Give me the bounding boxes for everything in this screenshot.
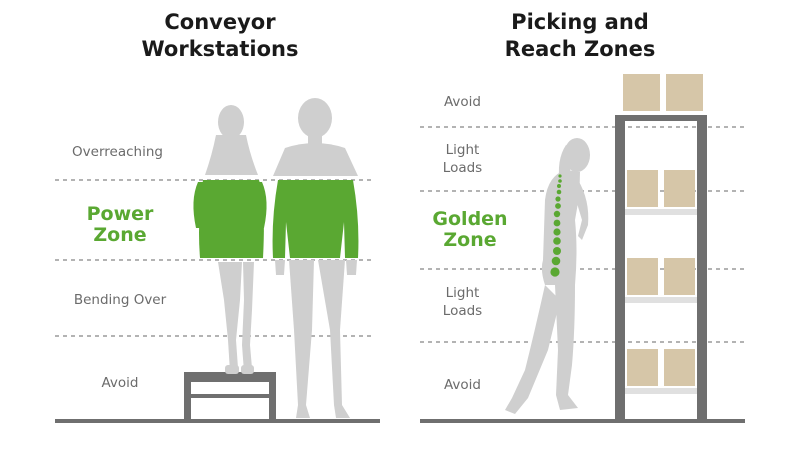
right-panel-graphics	[420, 74, 745, 423]
left-floor	[55, 419, 380, 423]
standing-platform	[184, 372, 276, 420]
light-bottom-line1: Light	[445, 285, 480, 301]
woman-silhouette-profile	[505, 138, 590, 414]
left-title-line2: Workstations	[141, 37, 299, 61]
right-panel-title: Picking and Reach Zones	[470, 9, 690, 63]
right-floor	[420, 419, 745, 423]
box	[666, 74, 703, 111]
light-loads-top-label: Light Loads	[425, 141, 500, 177]
golden-zone-label: Golden Zone	[415, 209, 525, 251]
golden-label-line1: Golden	[432, 208, 508, 230]
left-panel-title: Conveyor Workstations	[110, 9, 330, 63]
right-title-line1: Picking and	[511, 10, 649, 34]
left-avoid-label: Avoid	[101, 375, 139, 391]
man-silhouette	[272, 98, 359, 418]
right-avoid-top-label: Avoid	[443, 94, 481, 110]
bending-over-label: Bending Over	[73, 292, 167, 308]
light-loads-bottom-label: Light Loads	[425, 284, 500, 320]
power-label-line1: Power	[86, 203, 154, 225]
boxes	[623, 74, 703, 386]
box	[627, 349, 658, 386]
power-label-line2: Zone	[93, 224, 147, 246]
left-panel-graphics	[55, 98, 380, 423]
power-zone-label: Power Zone	[70, 204, 170, 246]
woman-silhouette-left	[193, 105, 267, 374]
box	[664, 349, 695, 386]
spine-dots	[550, 174, 562, 277]
light-top-line1: Light	[445, 142, 480, 158]
right-avoid-bottom-label: Avoid	[443, 377, 481, 393]
light-top-line2: Loads	[442, 160, 483, 176]
overreaching-label: Overreaching	[72, 144, 163, 160]
box	[623, 74, 660, 111]
box	[664, 258, 695, 295]
right-title-line2: Reach Zones	[504, 37, 656, 61]
left-title-line1: Conveyor	[164, 10, 276, 34]
box	[627, 258, 658, 295]
box	[664, 170, 695, 207]
shelving-unit	[615, 74, 707, 421]
golden-label-line2: Zone	[443, 229, 497, 251]
light-bottom-line2: Loads	[442, 303, 483, 319]
box	[627, 170, 658, 207]
